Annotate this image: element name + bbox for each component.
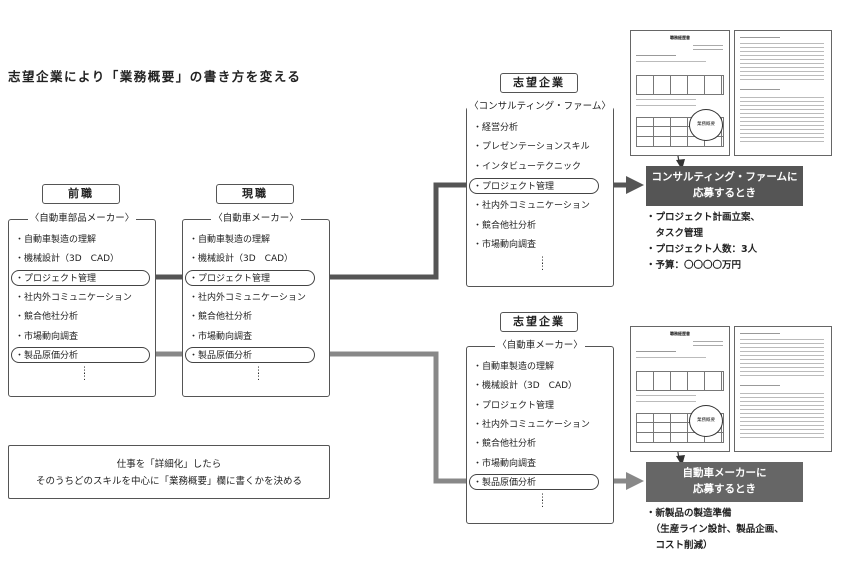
automaker-callout: 自動車メーカーに 応募するとき: [646, 462, 803, 502]
resume-doc-page2: [734, 30, 832, 156]
doc-title: 職務経歴書: [670, 35, 690, 40]
target2-caption: 〈自動車メーカー〉: [495, 340, 585, 351]
note-line: ・予算：〇〇〇〇万円: [646, 260, 742, 271]
tip-box: 仕事を「詳細化」したら そのうちどのスキルを中心に「業務概要」欄に書くかを決める: [8, 445, 330, 499]
ellipsis-icon: ⋮⋮: [538, 256, 547, 272]
callout-line: 応募するとき: [693, 187, 756, 199]
list-item: ・製品原価分析: [15, 351, 79, 361]
list-item: ・経営分析: [473, 123, 519, 133]
target2-header: 志望企業: [500, 312, 578, 332]
prev-job-header: 前職: [42, 184, 120, 204]
list-item: ・競合他社分析: [473, 221, 537, 231]
resume-doc-page2: [734, 326, 832, 452]
current-job-header: 現職: [216, 184, 294, 204]
resume-doc-thumbnail: 職務経歴書 業務概要: [630, 30, 730, 156]
prev-job-caption: 〈自動車部品メーカー〉: [27, 213, 137, 224]
target2-panel: 〈自動車メーカー〉 ・自動車製造の理解 ・機械設計（3D CAD） ・プロジェク…: [466, 340, 614, 524]
list-item: ・プロジェクト管理: [473, 182, 555, 192]
list-item: ・製品原価分析: [473, 478, 537, 488]
note-line: タスク管理: [646, 228, 704, 239]
tip-line: そのうちどのスキルを中心に「業務概要」欄に書くかを決める: [35, 476, 302, 487]
list-item: ・市場動向調査: [15, 332, 79, 342]
highlight-pill: [185, 347, 315, 363]
list-item: ・機械設計（3D CAD）: [15, 254, 120, 264]
note-line: ・プロジェクト人数：3人: [646, 244, 758, 255]
page-title: 志望企業により「業務概要」の書き方を変える: [8, 69, 302, 84]
list-item: ・競合他社分析: [473, 439, 537, 449]
current-job-caption: 〈自動車メーカー〉: [211, 213, 301, 224]
list-item: ・自動車製造の理解: [189, 235, 271, 245]
highlight-pill: [469, 178, 599, 194]
list-item: ・プレゼンテーションスキル: [473, 142, 590, 152]
ellipsis-icon: ⋮⋮: [254, 366, 263, 382]
consulting-notes: ・プロジェクト計画立案、 タスク管理 ・プロジェクト人数：3人 ・予算：〇〇〇〇…: [646, 210, 760, 274]
current-job-panel: 〈自動車メーカー〉 ・自動車製造の理解 ・機械設計（3D CAD） ・プロジェク…: [182, 213, 330, 397]
list-item: ・競合他社分析: [189, 312, 253, 322]
note-line: （生産ライン設計、製品企画、: [646, 524, 784, 535]
list-item: ・機械設計（3D CAD）: [473, 381, 578, 391]
list-item: ・機械設計（3D CAD）: [189, 254, 294, 264]
doc-label: 業務概要: [697, 418, 715, 423]
magnifier-circle: 業務概要: [689, 109, 723, 141]
note-line: ・新製品の製造準備: [646, 508, 732, 519]
highlight-pill: [11, 270, 150, 286]
note-line: コスト削減）: [646, 540, 713, 551]
tip-line: 仕事を「詳細化」したら: [116, 459, 222, 470]
highlight-pill: [469, 474, 599, 490]
consulting-callout: コンサルティング・ファームに 応募するとき: [646, 166, 803, 206]
list-item: ・市場動向調査: [473, 240, 537, 250]
target1-panel: 〈コンサルティング・ファーム〉 ・経営分析 ・プレゼンテーションスキル ・インタ…: [466, 101, 614, 287]
callout-line: コンサルティング・ファームに: [651, 171, 798, 183]
target1-header: 志望企業: [500, 73, 578, 93]
list-item: ・製品原価分析: [189, 351, 253, 361]
magnifier-circle: 業務概要: [689, 405, 723, 437]
automaker-notes: ・新製品の製造準備 （生産ライン設計、製品企画、 コスト削減）: [646, 506, 784, 554]
list-item: ・自動車製造の理解: [473, 362, 555, 372]
note-line: ・プロジェクト計画立案、: [646, 212, 761, 223]
doc-title: 職務経歴書: [670, 331, 690, 336]
list-item: ・社内外コミュニケーション: [189, 293, 306, 303]
list-item: ・インタビューテクニック: [473, 162, 582, 172]
list-item: ・自動車製造の理解: [15, 235, 97, 245]
resume-doc-thumbnail: 職務経歴書 業務概要: [630, 326, 730, 452]
list-item: ・社内外コミュニケーション: [473, 420, 590, 430]
list-item: ・市場動向調査: [189, 332, 253, 342]
callout-line: 自動車メーカーに: [682, 467, 767, 479]
prev-job-panel: 〈自動車部品メーカー〉 ・自動車製造の理解 ・機械設計（3D CAD） ・プロジ…: [8, 213, 156, 397]
highlight-pill: [11, 347, 150, 363]
highlight-pill: [185, 270, 315, 286]
list-item: ・社内外コミュニケーション: [473, 201, 590, 211]
arrow-head-consulting: [626, 176, 644, 194]
callout-line: 応募するとき: [693, 483, 756, 495]
target1-caption: 〈コンサルティング・ファーム〉: [467, 101, 613, 112]
arrow-head-automaker: [626, 472, 644, 490]
list-item: ・市場動向調査: [473, 459, 537, 469]
list-item: ・プロジェクト管理: [473, 401, 555, 411]
doc-label: 業務概要: [697, 122, 715, 127]
ellipsis-icon: ⋮⋮: [538, 493, 547, 509]
ellipsis-icon: ⋮⋮: [80, 366, 89, 382]
list-item: ・プロジェクト管理: [189, 274, 271, 284]
list-item: ・プロジェクト管理: [15, 274, 97, 284]
list-item: ・競合他社分析: [15, 312, 79, 322]
list-item: ・社内外コミュニケーション: [15, 293, 132, 303]
